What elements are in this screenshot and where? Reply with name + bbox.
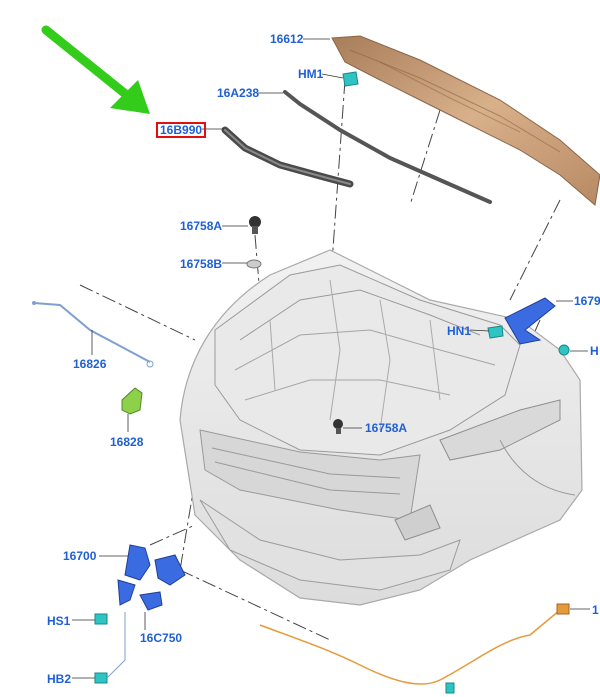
hinge-bracket-right [487,297,570,356]
leader-lines [72,38,590,679]
callout-16758b[interactable]: 16758B [180,257,223,271]
bump-stop-mid [333,419,343,434]
prop-rod-holder [121,387,143,415]
callout-16c750[interactable]: 16C750 [140,631,183,645]
green-pointer-arrow [41,25,150,114]
latch-assembly [94,544,186,684]
callout-16a238[interactable]: 16A238 [217,86,260,100]
callout-hn1[interactable]: HN1 [447,324,472,338]
callout-1-edge[interactable]: 1 [592,603,599,617]
callout-h[interactable]: H [590,344,599,358]
callout-16758a-mid[interactable]: 16758A [365,421,408,435]
callout-16700[interactable]: 16700 [63,549,97,563]
callout-16758a-top[interactable]: 16758A [180,219,223,233]
hood-prop-rod [32,301,154,368]
washer-16758B [246,259,262,269]
release-cable [259,603,570,694]
vehicle-front [179,249,583,606]
hood-panel [331,35,600,206]
callout-hm1[interactable]: HM1 [298,67,324,81]
callout-16612[interactable]: 16612 [270,32,304,46]
seal-16A238 [283,90,492,204]
callout-16826[interactable]: 16826 [73,357,107,371]
clip-hm1 [342,71,359,87]
callout-hb2[interactable]: HB2 [47,672,72,686]
callout-hs1[interactable]: HS1 [47,614,71,628]
callout-16b990-highlighted[interactable]: 16B990 [156,122,207,138]
bump-stop-top [249,216,261,234]
seal-16B990 [221,126,354,188]
callout-1679[interactable]: 1679 [574,294,600,308]
callout-16828[interactable]: 16828 [110,435,144,449]
